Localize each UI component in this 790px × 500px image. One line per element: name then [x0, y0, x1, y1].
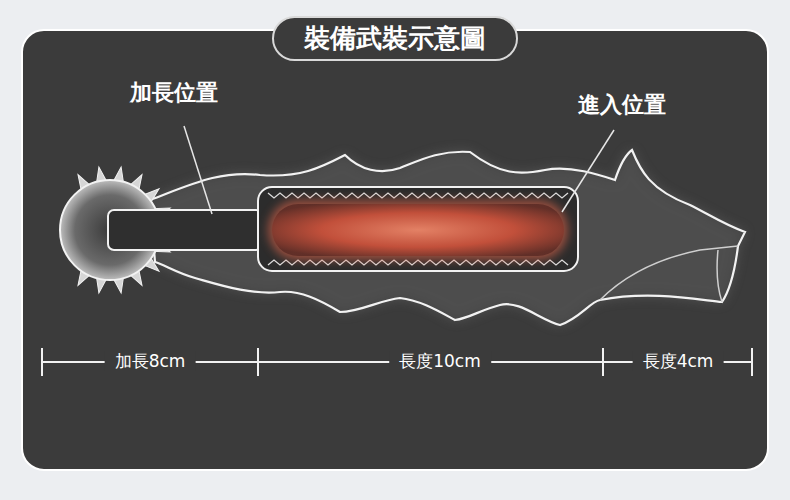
title-pill: 裝備武裝示意圖	[272, 16, 518, 61]
dimension-label: 加長8cm	[105, 351, 196, 371]
dimension-line	[42, 348, 752, 376]
inner-chamber	[258, 187, 578, 271]
panel	[22, 30, 768, 470]
leader-line	[562, 130, 614, 212]
dimension-label: 長度10cm	[389, 351, 491, 371]
extension-rod	[108, 210, 262, 250]
leader-line	[184, 126, 212, 214]
part-label: 進入位置	[578, 92, 666, 118]
dimension-label: 長度4cm	[633, 351, 724, 371]
part-label: 加長位置	[130, 80, 218, 106]
